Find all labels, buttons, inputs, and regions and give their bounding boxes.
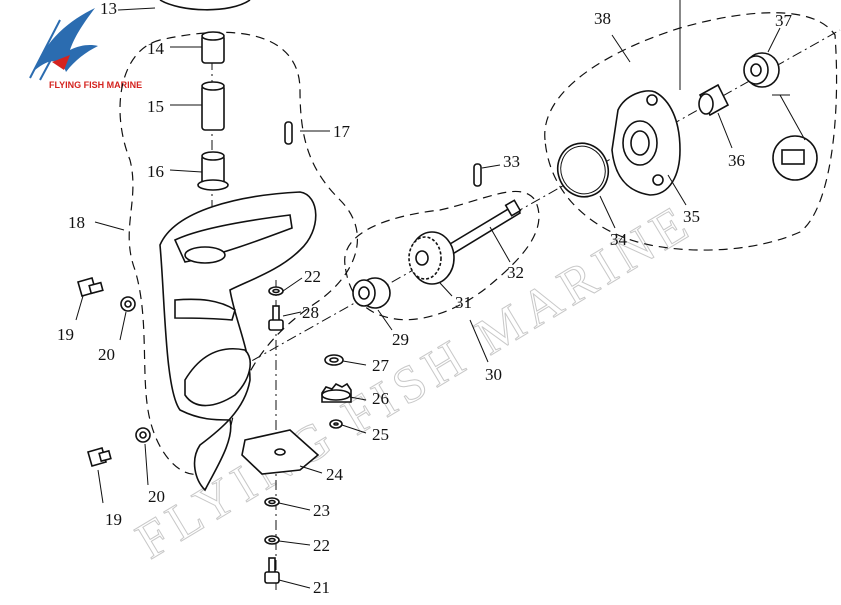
callout-22-lower: 22 [313, 536, 330, 555]
part-13-housing-edge [159, 0, 251, 11]
group-outline-38 [544, 12, 838, 251]
part-21-bolt [264, 557, 280, 584]
callout-34: 34 [610, 230, 628, 249]
part-22-washer-lower [264, 535, 280, 545]
callout-14: 14 [147, 39, 165, 58]
callout-18: 18 [68, 213, 85, 232]
part-20-washer-upper [120, 296, 136, 312]
part-15-bushing [201, 81, 225, 131]
part-31-forward-gear [408, 231, 455, 285]
brand-logo: FLYING FISH MARINE [29, 8, 142, 90]
callout-27: 27 [372, 356, 390, 375]
part-25-nut [329, 419, 343, 429]
callout-13: 13 [100, 0, 117, 18]
callout-33: 33 [503, 152, 520, 171]
callout-22-upper: 22 [304, 267, 321, 286]
part-16-bushing-flanged [197, 151, 229, 191]
callout-25: 25 [372, 425, 389, 444]
callout-29: 29 [392, 330, 409, 349]
callout-32: 32 [507, 263, 524, 282]
part-34-o-ring [556, 142, 610, 198]
callout-31: 31 [455, 293, 472, 312]
group-outline-18 [119, 31, 358, 475]
callout-37: 37 [775, 11, 793, 30]
part-27-washer [324, 354, 344, 366]
part-34-o-ring-inner [560, 145, 606, 195]
part-28-bolt [268, 305, 284, 331]
callout-20-lower: 20 [148, 487, 165, 506]
part-24-anode [241, 429, 320, 475]
part-35-bearing-housing [611, 90, 681, 196]
callout-23: 23 [313, 501, 330, 520]
callout-38: 38 [594, 9, 611, 28]
part-19-screw-lower [87, 447, 112, 467]
part-37-oil-seal [743, 52, 780, 88]
callout-35: 35 [683, 207, 700, 226]
callout-19-lower: 19 [105, 510, 122, 529]
callout-16: 16 [147, 162, 164, 181]
brand-name: FLYING FISH MARINE [49, 80, 142, 90]
callout-20-upper: 20 [98, 345, 115, 364]
group-outline-30 [344, 190, 540, 321]
callout-26: 26 [372, 389, 389, 408]
callout-36: 36 [728, 151, 745, 170]
part-19-screw-upper [77, 277, 104, 297]
part-14-bushing [201, 31, 225, 64]
leader-lines [75, 0, 781, 589]
part-18-gear-case [159, 191, 317, 492]
part-17-pin [284, 121, 293, 145]
part-23-washer [264, 497, 280, 507]
callout-28: 28 [302, 303, 319, 322]
callout-30: 30 [485, 365, 502, 384]
callout-17: 17 [333, 122, 351, 141]
part-36-bushing [698, 83, 730, 117]
part-29-bearing [352, 277, 391, 309]
callout-24: 24 [326, 465, 344, 484]
callout-21: 21 [313, 578, 330, 597]
callout-15: 15 [147, 97, 164, 116]
seal-detail-callout [772, 94, 818, 181]
part-26-pinion-gear [321, 382, 352, 403]
part-20-washer-lower [135, 427, 151, 443]
part-22-washer-upper [268, 286, 284, 296]
part-33-pin [473, 163, 482, 187]
callout-19-upper: 19 [57, 325, 74, 344]
fish-logo-icon [29, 8, 98, 81]
